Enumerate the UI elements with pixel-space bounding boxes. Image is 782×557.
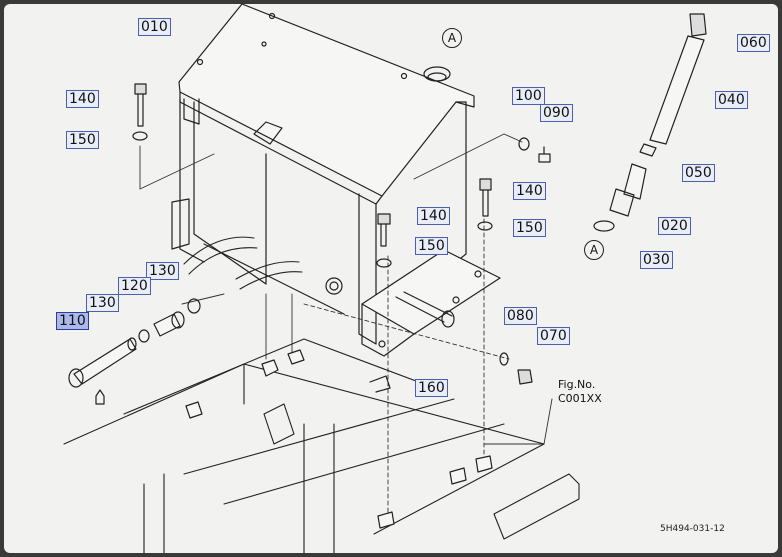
callout-120[interactable]: 120 bbox=[118, 277, 151, 295]
drawing-code: 5H494-031-12 bbox=[660, 524, 725, 534]
callout-140-right[interactable]: 140 bbox=[513, 182, 546, 200]
fuel-filter-assembly bbox=[593, 13, 707, 232]
callout-110[interactable]: 110 bbox=[56, 312, 89, 330]
callout-050[interactable]: 050 bbox=[682, 164, 715, 182]
callout-070[interactable]: 070 bbox=[537, 327, 570, 345]
clip-160 bbox=[369, 375, 391, 393]
callout-130-lower[interactable]: 130 bbox=[86, 294, 119, 312]
bolt-140-center bbox=[376, 213, 392, 268]
bolt-070 bbox=[517, 369, 533, 385]
figure-number-label: Fig.No. bbox=[558, 378, 596, 391]
washer-100 bbox=[518, 137, 530, 151]
callout-140-center[interactable]: 140 bbox=[417, 207, 450, 225]
reference-mark-a-top: A bbox=[442, 28, 462, 48]
callout-100[interactable]: 100 bbox=[512, 87, 545, 105]
callout-160[interactable]: 160 bbox=[415, 379, 448, 397]
bolt-140-right bbox=[477, 178, 493, 231]
callout-060[interactable]: 060 bbox=[737, 34, 770, 52]
callout-080[interactable]: 080 bbox=[504, 307, 537, 325]
callout-010[interactable]: 010 bbox=[138, 18, 171, 36]
callout-130-upper[interactable]: 130 bbox=[146, 262, 179, 280]
reference-mark-a-bottom: A bbox=[584, 240, 604, 260]
callout-150-right[interactable]: 150 bbox=[513, 219, 546, 237]
callout-040[interactable]: 040 bbox=[715, 91, 748, 109]
bolt-090 bbox=[538, 146, 551, 163]
washer-080 bbox=[499, 352, 509, 366]
bolt-140-left bbox=[132, 83, 148, 141]
figure-number-value: C001XX bbox=[558, 392, 602, 405]
tank-bracket bbox=[361, 249, 501, 357]
fuel-cock-assembly bbox=[68, 298, 201, 405]
fuel-tank-010 bbox=[171, 4, 475, 345]
callout-140-left[interactable]: 140 bbox=[66, 90, 99, 108]
callout-020[interactable]: 020 bbox=[658, 217, 691, 235]
nuts bbox=[185, 349, 493, 529]
parts-diagram-sheet: A A 010 140 150 100 090 140 150 140 150 … bbox=[4, 4, 778, 553]
callout-150-left[interactable]: 150 bbox=[66, 131, 99, 149]
frame bbox=[63, 338, 580, 553]
callout-090[interactable]: 090 bbox=[540, 104, 573, 122]
callout-030[interactable]: 030 bbox=[640, 251, 673, 269]
callout-150-center[interactable]: 150 bbox=[415, 237, 448, 255]
exploded-view-drawing bbox=[63, 4, 707, 553]
hose bbox=[183, 236, 303, 290]
